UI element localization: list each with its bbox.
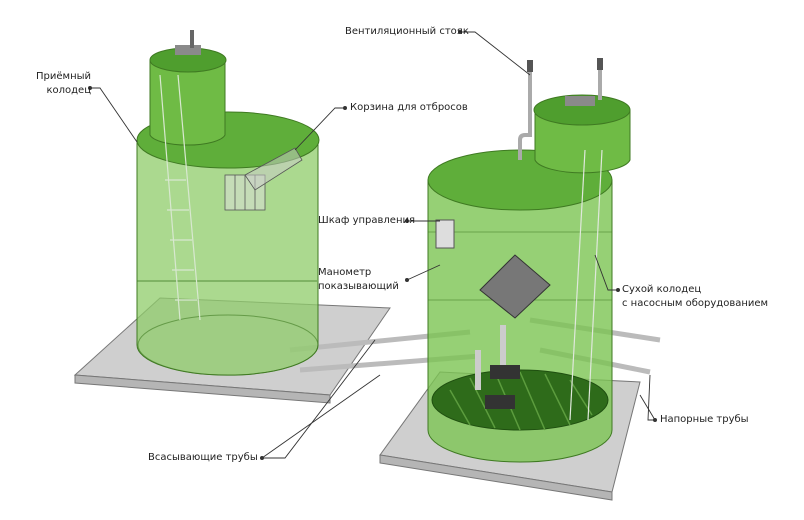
waste-basket [224,147,303,211]
label-line: Манометр [318,267,372,278]
label-suction-pipes: Всасывающие трубы [148,452,258,463]
label-receiving-well: Приёмный колодец [36,70,91,98]
label-line: показывающий [318,281,399,292]
label-line: колодец [46,85,91,96]
label-pressure-gauge: Манометр показывающий [318,266,399,294]
label-waste-basket: Корзина для отбросов [350,102,468,113]
label-line: Сухой колодец [622,284,702,295]
control-cabinet [435,219,455,249]
label-control-cabinet: Шкаф управления [318,215,416,226]
label-line: с насосным оборудованием [622,298,769,309]
label-pressure-pipes: Напорные трубы [660,414,749,425]
label-line: Приёмный [36,71,91,82]
label-vent-riser: Вентиляционный стояк [345,26,469,37]
dry-well [427,58,631,463]
receiving-well [136,30,320,376]
label-dry-well: Сухой колодец с насосным оборудованием [622,283,768,311]
pumps [475,325,520,409]
grating [479,254,551,319]
